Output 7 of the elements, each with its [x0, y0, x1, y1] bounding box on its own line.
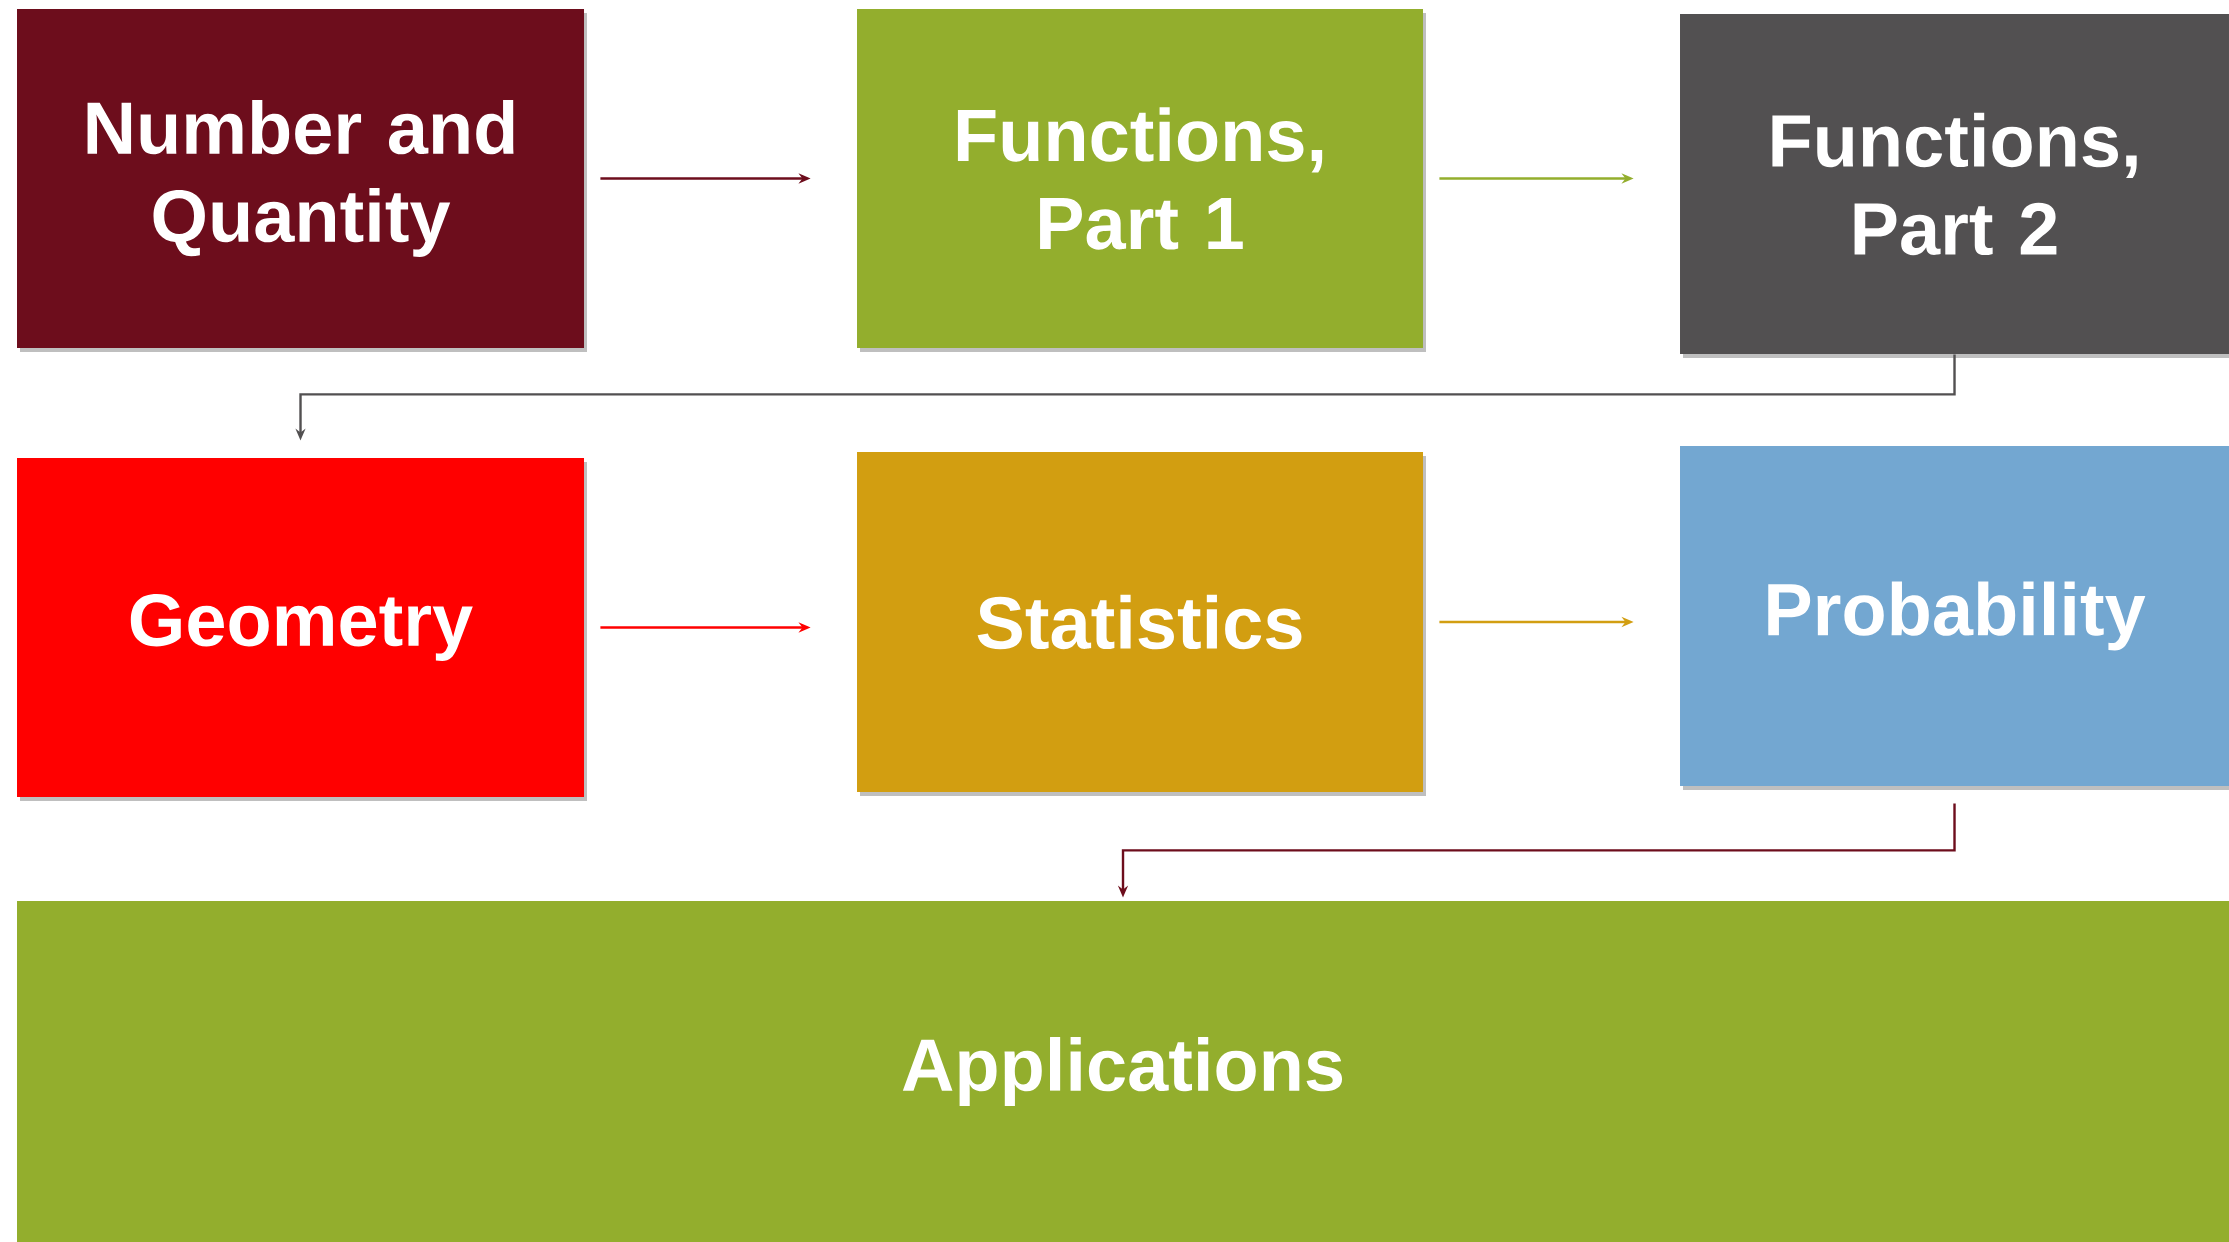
process-box: Number and Quantity	[17, 9, 584, 348]
process-box: Functions, Part 1	[857, 9, 1423, 348]
process-box: Applications	[17, 901, 2229, 1242]
process-box: Functions, Part 2	[1680, 14, 2229, 354]
process-box: Probability	[1680, 446, 2229, 786]
process-box: Statistics	[857, 452, 1423, 792]
process-box: Geometry	[17, 458, 584, 797]
